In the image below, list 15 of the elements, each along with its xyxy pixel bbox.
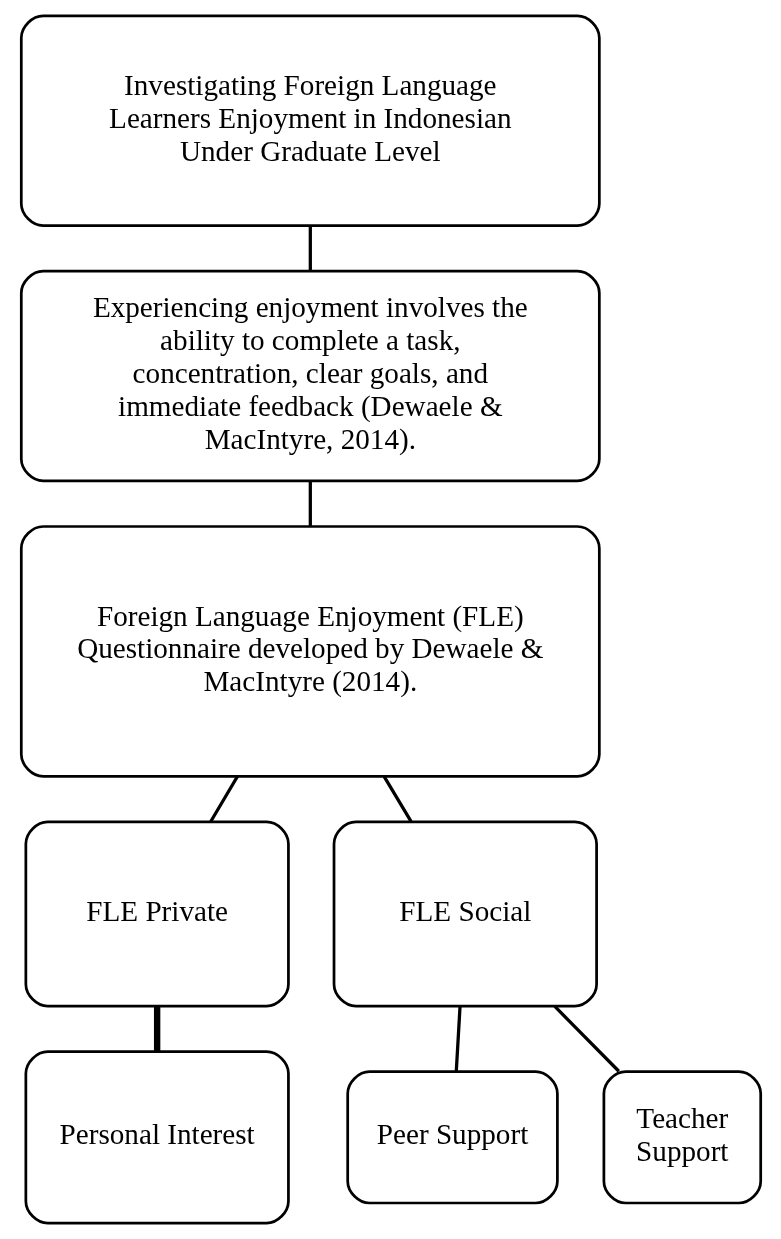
- connector: [308, 481, 312, 527]
- node-box: Personal Interest: [24, 1050, 290, 1225]
- node-box: Experiencing enjoyment involves the ability to complete a task, concentration, clear goals, and immediate feedback (Dewaele & MacIntyre, 2014).: [19, 269, 601, 483]
- node-box: Teacher Support: [602, 1070, 762, 1205]
- connector: [153, 1006, 160, 1052]
- node-box: Peer Support: [345, 1070, 559, 1205]
- connector: [454, 1006, 462, 1072]
- node-box: FLE Social: [332, 820, 598, 1008]
- connector: [382, 775, 412, 823]
- connector: [208, 775, 239, 823]
- node-box: Foreign Language Enjoyment (FLE) Questionnaire developed by Dewaele & MacIntyre (2014).: [19, 525, 601, 778]
- connector: [308, 225, 312, 271]
- connector: [553, 1005, 620, 1073]
- node-box: Investigating Foreign Language Learners Enjoyment in Indonesian Under Graduate Level: [19, 14, 601, 227]
- node-box: FLE Private: [24, 820, 290, 1008]
